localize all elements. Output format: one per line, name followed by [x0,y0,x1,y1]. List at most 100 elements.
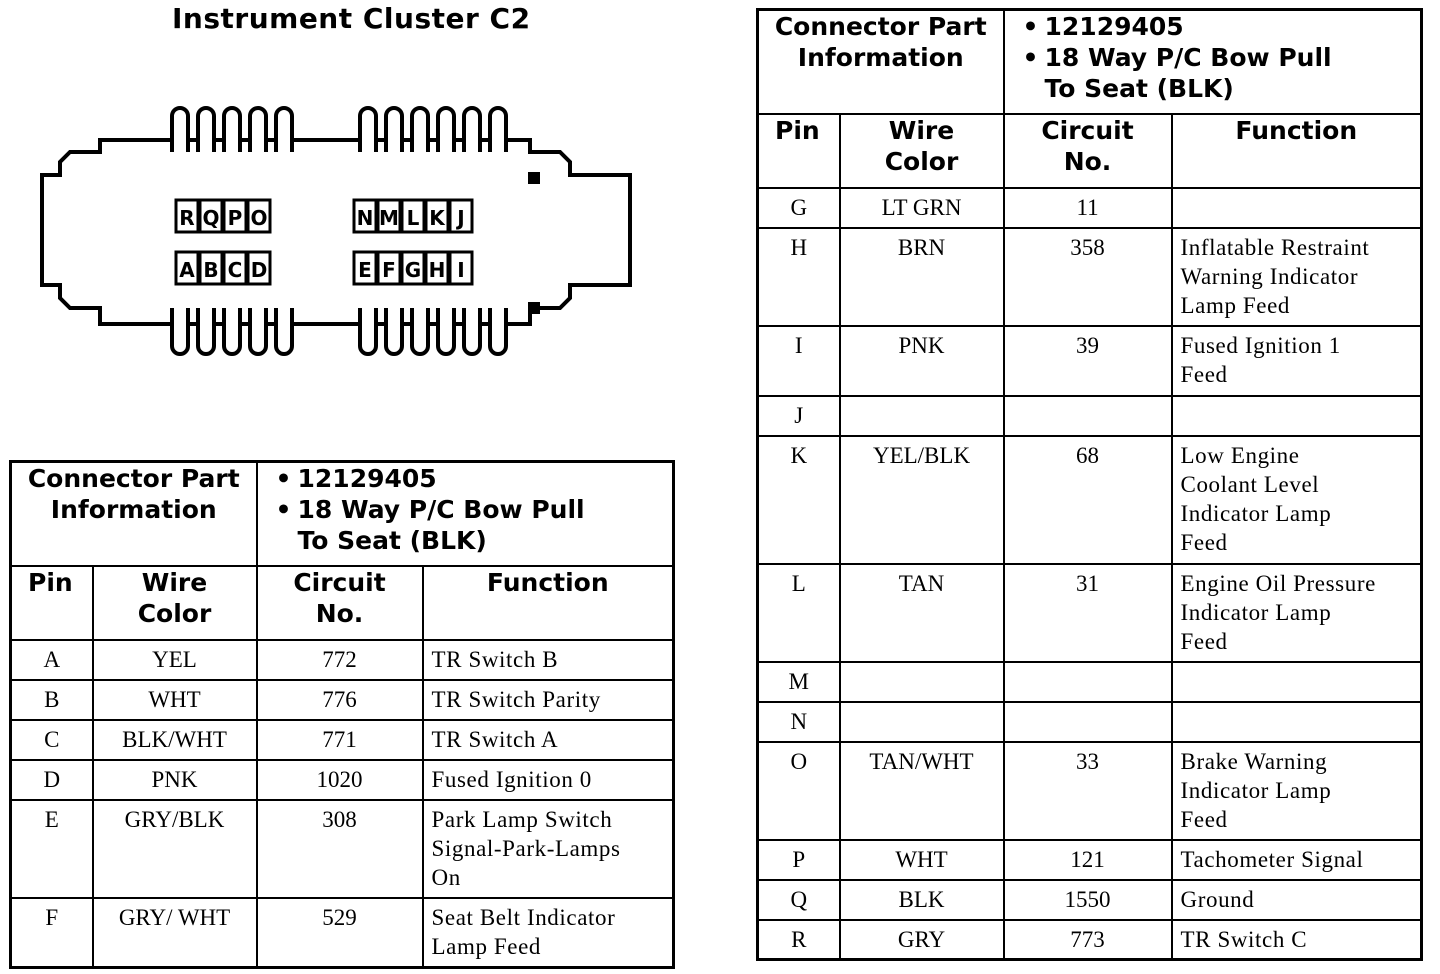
pin-box-J [448,198,474,234]
function-cell: Ground [1170,878,1423,921]
polarization-key-bottom [528,302,540,314]
function-cell: TR Switch Parity [421,678,675,721]
pin-label-N: N [357,206,374,230]
circuit-cell: 121 [1002,838,1173,881]
wire-color-cell: PNK [838,324,1005,397]
function-cell: TR Switch B [421,638,675,681]
function-cell: TR Switch C [1170,918,1423,961]
table-row: J [756,394,1423,437]
circuit-cell: 31 [1002,562,1173,663]
connector-fin [436,308,456,356]
pin-cell: J [756,394,841,437]
wire-color-cell [838,660,1005,703]
pin-cell: E [9,798,94,899]
pin-cell: G [756,186,841,229]
pin-label-F: F [382,258,396,282]
part-info-line: 18 Way P/C Bow Pull [276,494,672,525]
connector-fin [410,106,430,152]
col-header-pin: Pin [9,564,94,641]
wire-color-cell: WHT [91,678,258,721]
wire-color-cell [838,394,1005,437]
connector-fin [436,106,456,152]
pin-box-G [400,250,426,286]
wire-color-cell: TAN [838,562,1005,663]
function-cell: Tachometer Signal [1170,838,1423,881]
pin-box-O [246,198,272,234]
connector-fin [488,308,508,356]
pin-box-L [400,198,426,234]
pin-cell: Q [756,878,841,921]
pin-cell: H [756,226,841,327]
connector-fin [196,106,216,152]
pin-label-I: I [457,258,464,282]
circuit-cell: 308 [255,798,424,899]
wire-color-cell: WHT [838,838,1005,881]
pin-cell: D [9,758,94,801]
table-row: M [756,660,1423,703]
pin-box-I [448,250,474,286]
function-cell [1170,700,1423,743]
connector-fin [462,308,482,356]
pin-label-D: D [251,258,268,282]
wire-color-cell: YEL/BLK [838,434,1005,565]
wire-color-cell: GRY/ WHT [91,896,258,969]
pin-box-E [352,250,378,286]
connector-outline [40,138,632,326]
col-header-function: Function [421,564,675,641]
pin-cell: I [756,324,841,397]
function-cell: TR Switch A [421,718,675,761]
pin-label-K: K [429,206,446,230]
wire-color-cell: GRY/BLK [91,798,258,899]
pin-cell: N [756,700,841,743]
connector-fin [384,106,404,152]
circuit-cell [1002,394,1173,437]
part-info-line: 18 Way P/C Bow Pull [1023,42,1420,73]
pin-label-Q: Q [202,206,219,230]
pin-box-M [376,198,402,234]
part-info-line: To Seat (BLK) [1044,74,1234,103]
pin-table-right: Connector PartInformation1212940518 Way … [756,8,1424,961]
pin-label-L: L [407,206,420,230]
circuit-cell [1002,700,1173,743]
function-cell [1170,394,1423,437]
pin-label-E: E [358,258,372,282]
wire-color-cell: BLK/WHT [91,718,258,761]
wire-color-cell: YEL [91,638,258,681]
wire-color-cell: PNK [91,758,258,801]
pin-cell: L [756,562,841,663]
pin-cell: K [756,434,841,565]
pin-label-C: C [228,258,243,282]
wire-color-cell: LT GRN [838,186,1005,229]
connector-fin [222,308,242,356]
connector-fin [222,106,242,152]
circuit-cell: 1020 [255,758,424,801]
pin-box-A [174,250,200,286]
pin-label-B: B [203,258,218,282]
wire-color-cell [838,700,1005,743]
pin-cell: C [9,718,94,761]
circuit-cell: 358 [1002,226,1173,327]
pin-box-P [222,198,248,234]
circuit-cell: 771 [255,718,424,761]
